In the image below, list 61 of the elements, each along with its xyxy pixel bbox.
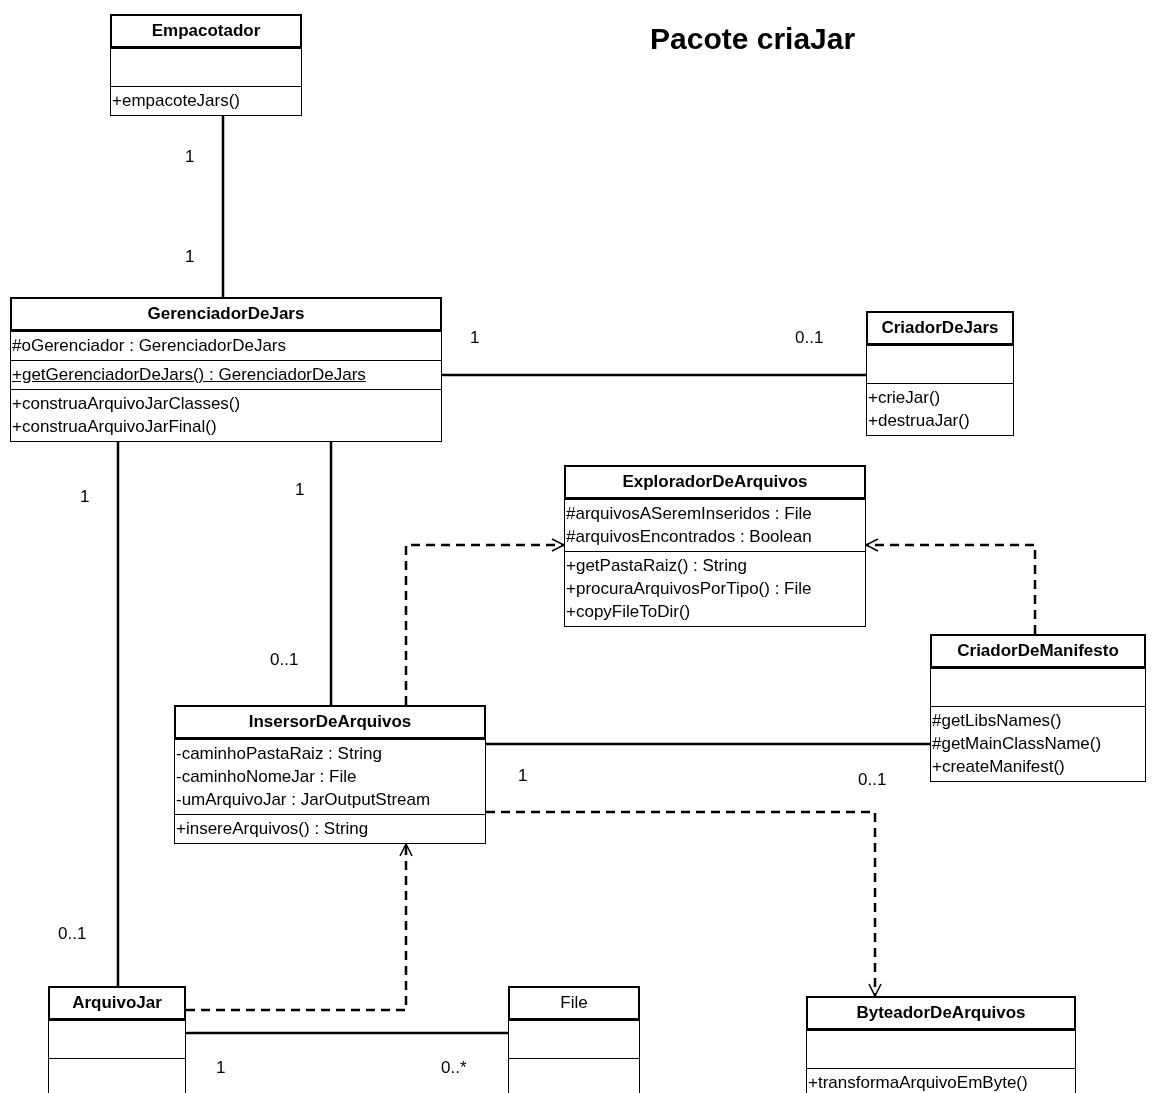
multiplicity-label: 1 <box>470 328 480 348</box>
attribute-text: #arquivosEncontrados : Boolean <box>565 526 813 548</box>
operation-text: +construaArquivoJarFinal() <box>11 416 218 438</box>
attribute-text: #oGerenciador : GerenciadorDeJars <box>11 335 288 357</box>
attribute-text: -caminhoNomeJar : File <box>175 766 358 788</box>
multiplicity-label: 1 <box>216 1058 226 1078</box>
dependency-arrow <box>186 843 413 1012</box>
multiplicity-label: 1 <box>185 247 195 267</box>
operation-text: +transformaArquivoEmByte() <box>807 1072 1029 1093</box>
multiplicity-label: 0..1 <box>58 924 87 944</box>
class-box <box>564 465 866 627</box>
class-box <box>508 986 640 1093</box>
multiplicity-label: 0..1 <box>795 328 824 348</box>
class-name: ArquivoJar <box>48 986 186 1020</box>
class-box <box>10 297 442 442</box>
multiplicity-label: 0..* <box>441 1058 467 1078</box>
association-line <box>186 1031 508 1035</box>
class-box <box>110 14 302 116</box>
operation-text: +destruaJar() <box>867 410 971 432</box>
operation-text: +empacoteJars() <box>111 90 242 112</box>
dependency-arrow <box>865 538 1037 634</box>
multiplicity-label: 0..1 <box>858 770 887 790</box>
dependency-arrow <box>404 538 565 705</box>
class-name: Empacotador <box>110 14 302 48</box>
multiplicity-label: 1 <box>518 766 528 786</box>
operation-text: +insereArquivos() : String <box>175 818 370 840</box>
multiplicity-label: 0..1 <box>270 650 299 670</box>
class-name: ExploradorDeArquivos <box>564 465 866 499</box>
operation-text: +crieJar() <box>867 387 942 409</box>
class-name: CriadorDeJars <box>866 311 1014 345</box>
operation-text: +createManifest() <box>931 756 1066 778</box>
class-box <box>866 311 1014 436</box>
operation-text: #getLibsNames() <box>931 710 1063 732</box>
class-name: InsersorDeArquivos <box>174 705 486 739</box>
class-box <box>930 634 1146 782</box>
attribute-text: -caminhoPastaRaiz : String <box>175 743 383 765</box>
association-line <box>329 442 333 705</box>
class-name: CriadorDeManifesto <box>930 634 1146 668</box>
class-name: GerenciadorDeJars <box>10 297 442 331</box>
class-name: ByteadorDeArquivos <box>806 996 1076 1030</box>
attribute-text: -umArquivoJar : JarOutputStream <box>175 789 432 811</box>
association-line <box>486 742 930 746</box>
multiplicity-label: 1 <box>80 487 90 507</box>
operation-text: +copyFileToDir() <box>565 601 692 623</box>
operation-text: #getMainClassName() <box>931 733 1103 755</box>
operation-text: +procuraArquivosPorTipo() : File <box>565 578 813 600</box>
operation-text: +construaArquivoJarClasses() <box>11 393 242 415</box>
association-line <box>221 116 225 297</box>
diagram-title: Pacote criaJar <box>650 22 856 56</box>
dependency-arrow <box>486 810 882 997</box>
association-line <box>116 442 120 986</box>
multiplicity-label: 1 <box>295 480 305 500</box>
class-name: File <box>508 986 640 1020</box>
attribute-text: #arquivosASeremInseridos : File <box>565 503 813 525</box>
class-box <box>806 996 1076 1093</box>
operation-text: +getGerenciadorDeJars() : GerenciadorDeJars <box>11 364 367 386</box>
operation-text: +getPastaRaiz() : String <box>565 555 748 577</box>
multiplicity-label: 1 <box>185 147 195 167</box>
association-line <box>442 373 866 377</box>
class-box <box>48 986 186 1093</box>
class-box <box>174 705 486 844</box>
